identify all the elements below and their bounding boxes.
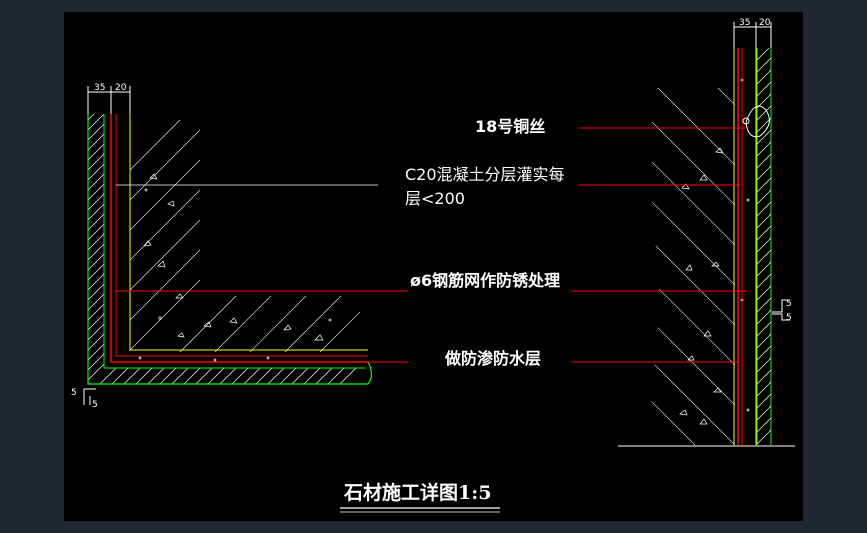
left-dim-20: 20 bbox=[115, 83, 127, 93]
left-concrete-hatch bbox=[130, 120, 200, 351]
left-aggregate bbox=[138, 173, 332, 362]
left-dim-5-b: 5 bbox=[92, 400, 98, 410]
drawing-canvas bbox=[64, 12, 803, 521]
left-base-hatch bbox=[179, 296, 360, 352]
right-dim-5-a: 5 bbox=[786, 299, 792, 309]
right-concrete-hatch bbox=[650, 88, 735, 445]
label-concrete-line2: 层<200 bbox=[405, 189, 465, 208]
drawing-title: 石材施工详图1:5 bbox=[343, 481, 491, 504]
left-floor-hatch bbox=[99, 368, 357, 384]
leader-lines bbox=[116, 127, 748, 363]
label-waterproof: 做防渗防水层 bbox=[444, 349, 541, 368]
right-dim-5-b: 5 bbox=[786, 313, 792, 323]
label-rebar: ø6钢筋网作防锈处理 bbox=[410, 271, 560, 290]
left-wall-hatch bbox=[88, 114, 104, 381]
right-section: 35 20 bbox=[618, 18, 795, 447]
label-concrete-line1: C20混凝土分层灌实每 bbox=[405, 165, 565, 184]
left-dim-5-a: 5 bbox=[71, 388, 77, 398]
label-copper-wire: 18号铜丝 bbox=[475, 117, 545, 136]
left-section: 35 20 bbox=[71, 83, 373, 410]
right-dim-20: 20 bbox=[759, 18, 771, 28]
right-dim-35: 35 bbox=[739, 18, 750, 28]
copper-wire-loop bbox=[745, 105, 770, 138]
left-dim-35: 35 bbox=[94, 83, 105, 93]
right-wall-hatch bbox=[757, 48, 771, 445]
